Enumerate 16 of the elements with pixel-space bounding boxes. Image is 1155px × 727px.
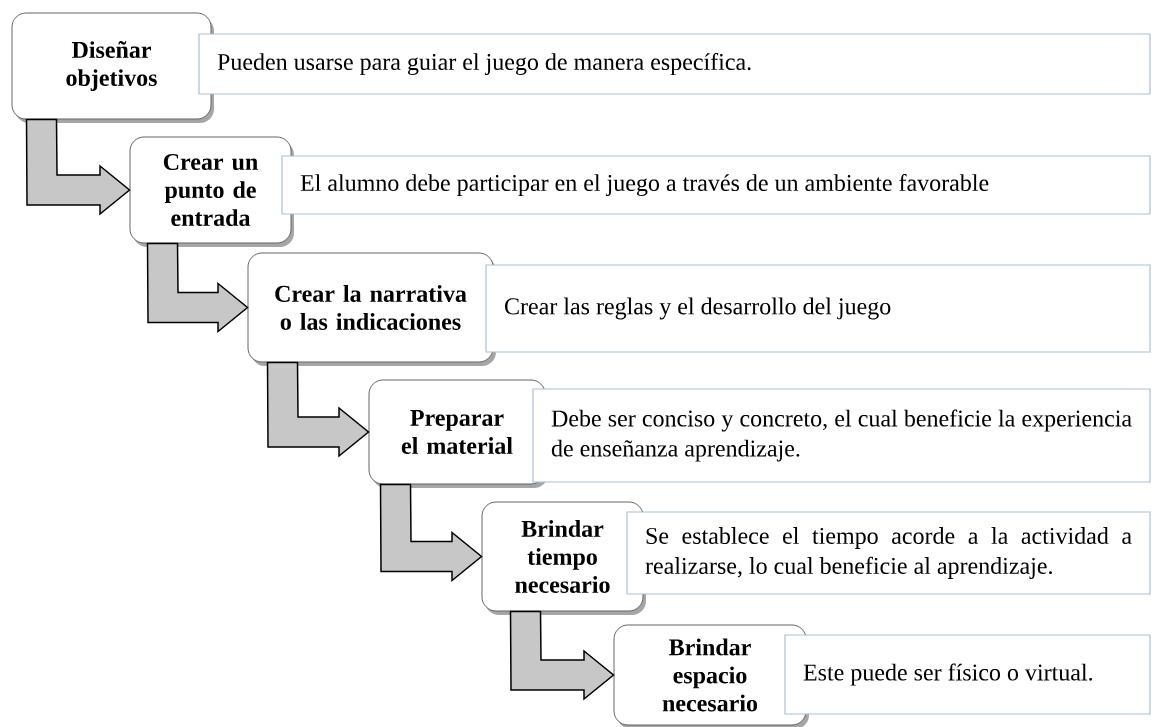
step-box: Brindar tiempo necesario [481, 501, 646, 615]
bent-arrow [509, 610, 615, 701]
description-box: Debe ser conciso y concreto, el cual beneficie la experiencia de enseñanza aprendizaje. [532, 388, 1151, 483]
description-box: Este puede ser físico o virtual. [784, 634, 1151, 715]
description-box: Crear las reglas y el desarrollo del juego [485, 264, 1151, 353]
description-box: Pueden usarse para guiar el juego de manera específica. [198, 33, 1151, 95]
description-box: Se establece el tiempo acorde a la actividad a realizarse, lo cual beneficie al aprendizaje. [626, 511, 1151, 595]
bent-arrow [266, 361, 370, 458]
step-box: Diseñar objetivos [11, 12, 214, 123]
bent-arrow [146, 242, 249, 334]
step-box: Preparar el material [368, 379, 548, 488]
bent-arrow [379, 483, 483, 583]
step-box: Crear un punto de entrada [129, 136, 294, 247]
description-box: El alumno debe participar en el juego a través de un ambiente favorable [281, 155, 1151, 215]
step-box: Crear la narrativa o las indicaciones [247, 252, 496, 366]
bent-arrow [25, 118, 131, 216]
